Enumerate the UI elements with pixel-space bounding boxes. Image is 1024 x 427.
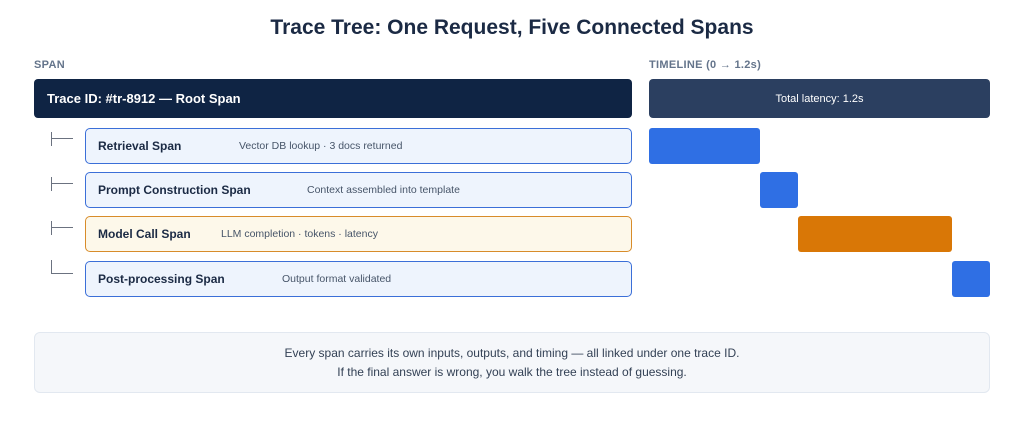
span-description: Output format validated [282,273,392,285]
timeline-bar-prompt-construction [759,172,799,208]
span-prompt-construction[interactable]: Prompt Construction Span Context assembl… [85,172,632,208]
tree-connector [51,132,73,146]
timeline-column-header: TIMELINE (0 → 1.2s) [649,59,762,71]
footer-line-2: If the final answer is wrong, you walk t… [337,364,687,379]
span-retrieval[interactable]: Retrieval Span Vector DB lookup · 3 docs… [85,128,632,164]
span-description: Vector DB lookup · 3 docs returned [239,140,403,152]
span-column-header: SPAN [34,59,65,71]
total-latency-label: Total latency: 1.2s [775,92,864,105]
tree-connector [51,221,73,235]
page-title: Trace Tree: One Request, Five Connected … [270,16,754,39]
span-name: Retrieval Span [98,139,182,153]
timeline-bar-retrieval [649,128,760,164]
tree-connector [51,177,73,191]
tree-connector-last [51,260,73,274]
span-model-call[interactable]: Model Call Span LLM completion · tokens … [85,216,632,252]
root-span[interactable]: Trace ID: #tr-8912 — Root Span [34,79,632,118]
span-name: Post-processing Span [98,272,225,286]
span-description: LLM completion · tokens · latency [221,228,378,240]
timeline-bar-model-call [798,216,953,252]
total-latency-bar: Total latency: 1.2s [649,79,990,118]
footer-line-1: Every span carries its own inputs, outpu… [284,345,740,360]
root-span-label: Trace ID: #tr-8912 — Root Span [47,91,241,106]
timeline-bar-post-processing [952,261,990,297]
span-name: Model Call Span [98,227,191,241]
span-description: Context assembled into template [307,184,460,196]
footer-note: Every span carries its own inputs, outpu… [34,332,990,393]
span-post-processing[interactable]: Post-processing Span Output format valid… [85,261,632,297]
span-name: Prompt Construction Span [98,183,251,197]
